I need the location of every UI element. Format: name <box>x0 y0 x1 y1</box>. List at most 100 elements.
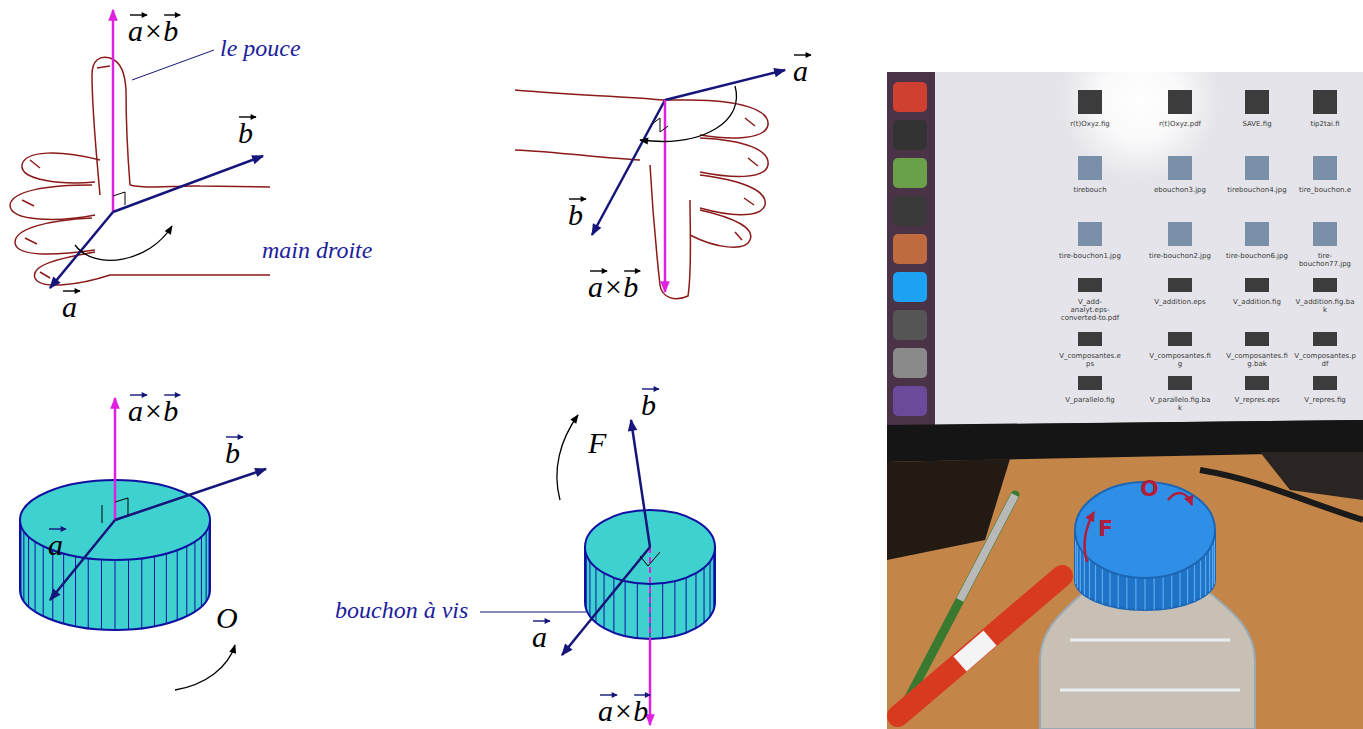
file-name: r(t)Oxyz.pdf <box>1149 120 1211 128</box>
vector-label: b <box>568 200 583 230</box>
file-icon <box>1313 156 1337 180</box>
file-name: SAVE.fig <box>1226 120 1288 128</box>
vector-arrows-hand-2-part <box>665 70 785 100</box>
vector-label: a <box>62 292 77 322</box>
file-name: V_addition.eps <box>1149 298 1211 306</box>
screw-cap-upright-part <box>115 498 128 515</box>
photo-bottle-desk-part <box>898 576 1062 716</box>
screw-cap-flipped <box>480 415 715 725</box>
cap-ridge <box>604 573 605 628</box>
file-name: tirebouchon4.jpg <box>1226 186 1288 194</box>
cap-ridge <box>52 550 53 620</box>
file-name: V_composantes.fig <box>1149 352 1211 368</box>
file-name: V_addition.fig.bak <box>1294 298 1356 314</box>
cap-ridge <box>186 546 187 616</box>
vector-label: a <box>793 56 808 86</box>
file-name: V_addition.fig <box>1226 298 1288 306</box>
cap-ridge <box>201 537 202 607</box>
file-icon <box>1245 222 1269 246</box>
screw-cap-flipped-part <box>631 420 650 547</box>
file-name: V_parallelo.fig <box>1059 396 1121 404</box>
right-hand-thumb-down-part <box>515 90 690 100</box>
vector-label: b <box>238 118 253 148</box>
cap-ridge <box>625 581 626 636</box>
photo-bottle-desk-part <box>1168 493 1192 505</box>
screw-cap-upright <box>20 398 266 690</box>
file-icon <box>1168 376 1192 390</box>
file-icon <box>1313 278 1337 292</box>
file-icon <box>1078 156 1102 180</box>
cap-ridge <box>128 560 129 630</box>
file-icon <box>1313 332 1337 346</box>
vector-arrows-hand-1-part <box>50 212 113 288</box>
file-name: V_repres.fig <box>1294 396 1356 404</box>
right-hand-thumb-up-part <box>22 160 50 278</box>
right-hand-thumb-down-part <box>735 118 758 240</box>
right-hand-thumb-down-part <box>690 100 768 138</box>
screw-cap-flipped-part <box>649 639 652 725</box>
launcher-icon <box>893 348 927 378</box>
file-name: V_parallelo.fig.bak <box>1149 396 1211 412</box>
vector-label: a <box>532 622 547 652</box>
cap-marking: O <box>1140 478 1159 500</box>
vector-label: a×b <box>588 272 638 302</box>
cap-ridge <box>63 554 64 624</box>
launcher-icon <box>893 272 927 302</box>
launcher-icon <box>893 120 927 150</box>
vector-label: b <box>641 390 656 420</box>
file-name: V_add-analyt.eps-converted-to.pdf <box>1059 298 1121 322</box>
cap-ridge <box>23 531 24 601</box>
vector-arrows-hand-1-part <box>113 192 125 205</box>
photo-bottle-desk-part <box>1060 640 1240 690</box>
launcher-icon <box>893 234 927 264</box>
file-name: V_composantes.fig.bak <box>1226 352 1288 368</box>
vector-arrows-hand-2-part <box>640 86 737 141</box>
right-hand-thumb-up-part <box>92 57 130 195</box>
cap-ridge <box>589 561 590 616</box>
file-name: tire_bouchon.e <box>1294 186 1356 194</box>
screw-cap-flipped-part <box>649 547 651 639</box>
vector-arrows-hand-2-part <box>592 100 665 235</box>
file-icon <box>1168 90 1192 114</box>
cap-ridge <box>194 542 195 612</box>
photo-bottle-desk-part <box>1085 512 1094 562</box>
right-hand-thumb-down-part <box>650 165 691 299</box>
screw-cap-upright-part <box>115 469 266 520</box>
file-icon <box>1078 376 1102 390</box>
screw-cap-upright-part <box>175 645 235 690</box>
cap-ridge <box>101 560 102 630</box>
file-icon <box>1078 332 1102 346</box>
vector-overarrows <box>49 15 811 695</box>
photo-bottle-desk-part <box>960 495 1015 600</box>
file-name: tire-bouchon77.jpg <box>1294 252 1356 268</box>
rotation-label: O <box>216 603 238 633</box>
file-name: tire-bouchon2.jpg <box>1149 252 1211 260</box>
cap-ridge <box>166 554 167 624</box>
vector-label: b <box>225 438 240 468</box>
file-icon <box>1245 332 1269 346</box>
file-name: tire-bouchon6.jpg <box>1226 252 1288 260</box>
file-icon <box>1168 278 1192 292</box>
right-hand-thumb-up-part <box>130 185 270 187</box>
cap-ridge <box>115 560 116 630</box>
launcher-icon <box>893 158 927 188</box>
right-hand-thumb-up-part <box>34 252 270 285</box>
vector-label: a×b <box>128 396 178 426</box>
cap-ridge <box>662 583 663 638</box>
cap-ridge <box>674 581 675 636</box>
file-icon <box>1313 90 1337 114</box>
launcher-icon <box>893 82 927 112</box>
cap-ridge <box>177 550 178 620</box>
vector-label: a <box>48 530 63 560</box>
right-hand-thumb-down-part <box>700 175 765 215</box>
cap-ridge <box>695 573 696 628</box>
cap-ridge <box>710 561 711 616</box>
cap-ridge <box>209 526 210 596</box>
file-icon <box>1245 376 1269 390</box>
cap-ridge <box>20 526 21 596</box>
cap-ridge <box>686 578 687 633</box>
file-name: V_composantes.eps <box>1059 352 1121 368</box>
file-name: V_composantes.pdf <box>1294 352 1356 368</box>
